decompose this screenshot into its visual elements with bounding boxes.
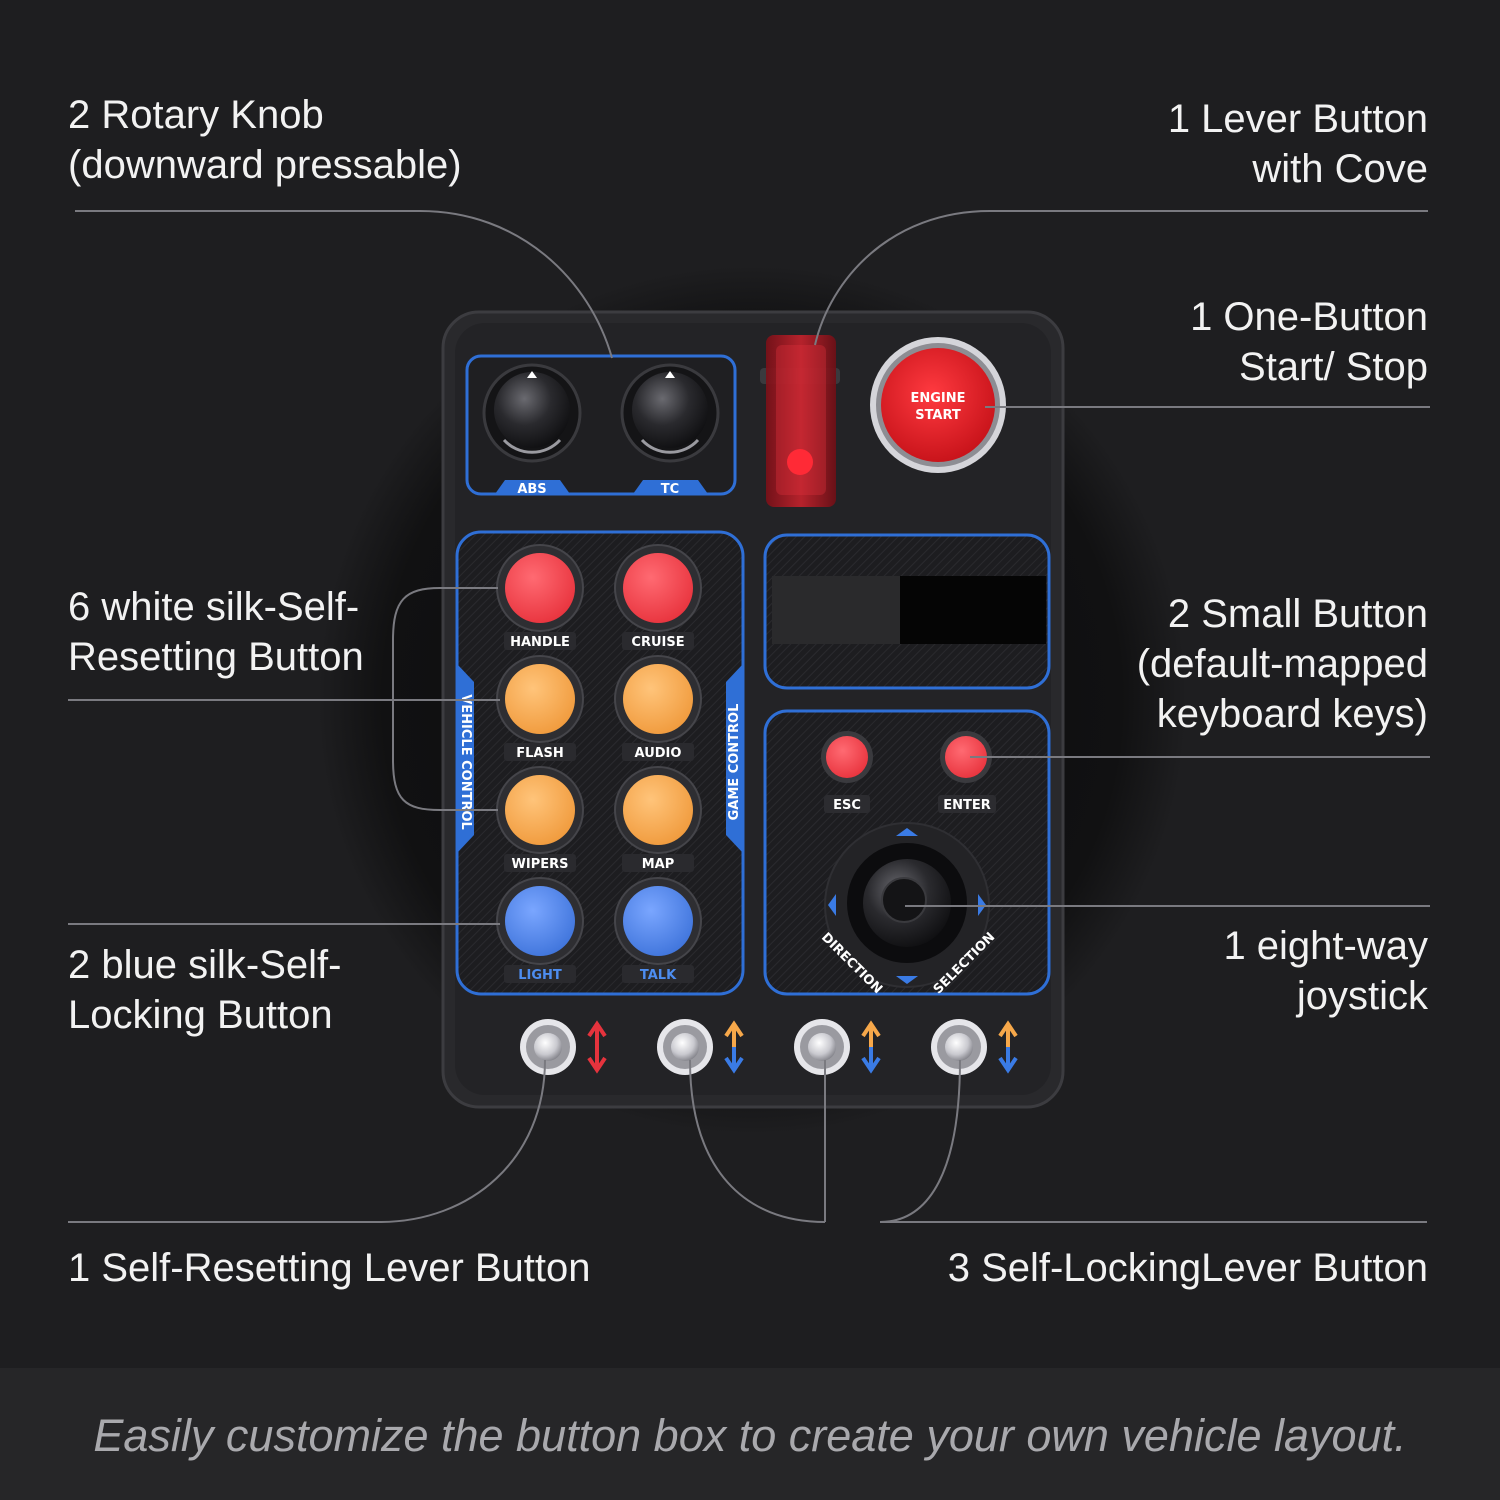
game-control-strip: [726, 665, 742, 852]
button-label-talk: TALK: [640, 968, 677, 983]
enter-label-bg: [938, 795, 996, 813]
latching-arrows-icon: [861, 1020, 881, 1074]
callout-joystick: 1 eight-way joystick: [1223, 924, 1428, 1018]
callout-white-buttons: 6 white silk-Self- Resetting Button: [68, 585, 364, 679]
button-label-bg: [622, 632, 694, 650]
momentary-arrows-icon: [587, 1020, 607, 1074]
button-label-bg: [622, 854, 694, 872]
toggle-lever-3[interactable]: [794, 1019, 850, 1075]
button-label-handle: HANDLE: [510, 635, 570, 650]
toggle-lever-1[interactable]: [520, 1019, 576, 1075]
toggle-lever-4[interactable]: [931, 1019, 987, 1075]
button-label-flash: FLASH: [516, 746, 563, 761]
rotary-knob-abs[interactable]: [482, 363, 582, 463]
esc-label: ESC: [833, 798, 861, 813]
leader-lever-cover: [814, 210, 1428, 346]
callout-reset-lever: 1 Self-Resetting Lever Button: [68, 1246, 591, 1290]
game-control-label: GAME CONTROL: [727, 704, 742, 821]
knob-label-abs: ABS: [517, 482, 546, 497]
button-light[interactable]: [496, 877, 584, 965]
button-label-bg: [504, 743, 576, 761]
button-flash[interactable]: [496, 655, 584, 743]
enter-button[interactable]: [940, 731, 992, 783]
button-label-bg: [504, 965, 576, 983]
button-label-cruise: CRUISE: [631, 635, 684, 650]
callout-locking-levers: 3 Self-LockingLever Button: [947, 1246, 1428, 1290]
leader-reset-lever: [68, 1059, 546, 1223]
engine-start-button[interactable]: ENGINE START: [870, 337, 1006, 473]
vehicle-control-label: VEHICLE CONTROL: [458, 694, 473, 830]
tc-label-tab: [633, 480, 708, 494]
vehicle-control-strip: [458, 665, 474, 852]
callout-lever-cover: 1 Lever Button with Cove: [1167, 97, 1428, 191]
button-label-bg: [622, 743, 694, 761]
button-audio[interactable]: [614, 655, 702, 743]
button-wipers[interactable]: [496, 766, 584, 854]
leader-locking-levers: [879, 1059, 1427, 1223]
callout-start-stop: 1 One-Button Start/ Stop: [1190, 295, 1428, 389]
tagline: Easily customize the button box to creat…: [93, 1410, 1407, 1461]
joystick-arrow-left: [828, 894, 836, 916]
rotary-knob-tc[interactable]: [620, 363, 720, 463]
leader-rotary-knob: [75, 210, 613, 359]
esc-button[interactable]: [821, 731, 873, 783]
leader-white-buttons-bracket: [392, 587, 498, 811]
callout-rotary-knob: 2 Rotary Knob (downward pressable): [68, 93, 462, 187]
engine-label-line1: ENGINE: [910, 391, 965, 406]
button-talk[interactable]: [614, 877, 702, 965]
button-label-map: MAP: [642, 857, 675, 872]
button-handle[interactable]: [496, 544, 584, 632]
engine-label-line2: START: [915, 408, 961, 423]
leader-lines: [68, 210, 1430, 1223]
leader-locking-lever-2: [689, 1059, 826, 1223]
button-cruise[interactable]: [614, 544, 702, 632]
button-label-bg: [504, 632, 576, 650]
button-map[interactable]: [614, 766, 702, 854]
button-label-bg: [622, 965, 694, 983]
button-label-audio: AUDIO: [635, 746, 682, 761]
enter-label: ENTER: [943, 798, 991, 813]
toggle-lever-2[interactable]: [657, 1019, 713, 1075]
vehicle-buttons-grid: HANDLE CRUISE FLASH AUDIO WIPERS MAP LIGHT TALK: [496, 544, 702, 983]
covered-lever-switch[interactable]: [760, 335, 840, 507]
button-label-bg: [504, 854, 576, 872]
tagline-band: [0, 1368, 1500, 1500]
joystick-arrow-up: [896, 828, 918, 836]
latching-arrows-icon: [998, 1020, 1018, 1074]
button-label-light: LIGHT: [518, 968, 562, 983]
esc-label-bg: [824, 795, 870, 813]
toggle-levers-row: [520, 1019, 1018, 1075]
joystick-arrow-down: [896, 976, 918, 984]
display-screen-right: [900, 576, 1046, 644]
knob-label-tc: TC: [661, 482, 679, 497]
callout-small-buttons: 2 Small Button (default-mapped keyboard …: [1136, 592, 1428, 736]
button-label-wipers: WIPERS: [512, 857, 569, 872]
callout-blue-buttons: 2 blue silk-Self- Locking Button: [68, 943, 342, 1037]
latching-arrows-icon: [724, 1020, 744, 1074]
abs-label-tab: [495, 480, 570, 494]
